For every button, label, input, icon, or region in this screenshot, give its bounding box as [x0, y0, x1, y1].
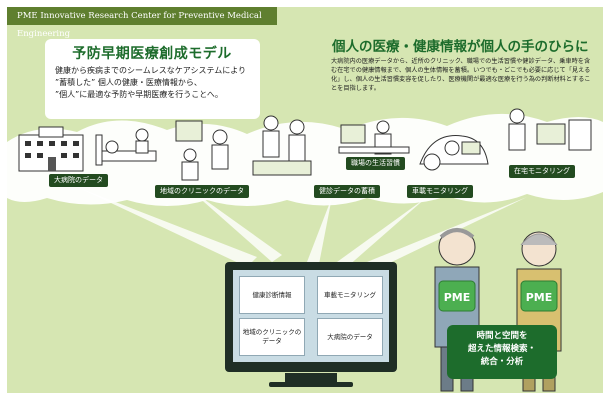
model-desc-line-1: 健康から疾病までのシームレスなケアシステムにより: [55, 66, 247, 75]
car-illustration: [419, 135, 489, 171]
label-home-monitoring: 在宅モニタリング: [509, 165, 575, 178]
monitor-cell-clinic: 地域のクリニックのデータ: [239, 318, 305, 356]
monitor-cell-car: 車載モニタリング: [317, 276, 383, 314]
label-checkup-data: 健診データの蓄積: [314, 185, 380, 198]
monitor-stand-base: [269, 382, 353, 387]
illustration-panel: PME Innovative Research Center for Preve…: [7, 7, 603, 393]
home-illustration: [508, 108, 592, 151]
pme-logo-woman: PME: [526, 291, 553, 304]
label-workplace-habits: 職場の生活習慣: [346, 157, 405, 170]
clinic-illustration: [175, 120, 229, 181]
model-title-box: [45, 39, 260, 119]
pme-logo-man: PME: [444, 291, 471, 304]
workplace-illustration: [338, 120, 410, 155]
hospital-bed-illustration: [95, 128, 157, 166]
monitor-cell-checkup: 健康診断情報: [239, 276, 305, 314]
model-description: 健康から疾病までのシームレスなケアシステムにより ”蓄積した” 個人の健康・医療…: [55, 65, 255, 101]
right-heading: 個人の医療・健康情報が個人の手のひらに: [332, 39, 589, 55]
checkup-illustration: [252, 115, 312, 176]
brand-bar: PME Innovative Research Center for Preve…: [7, 7, 277, 39]
monitor: 健康診断情報 車載モニタリング 地域のクリニックのデータ 大病院のデータ: [225, 262, 397, 372]
label-clinic-data: 地域のクリニックのデータ: [155, 185, 249, 198]
info-integration-badge: 時間と空間を 超えた情報検索・ 統合・分析: [447, 325, 557, 379]
model-title: 予防早期医療創成モデル: [72, 46, 232, 62]
monitor-screen: 健康診断情報 車載モニタリング 地域のクリニックのデータ 大病院のデータ: [233, 270, 389, 362]
hospital-building-illustration: [18, 126, 84, 172]
monitor-cell-hospital: 大病院のデータ: [317, 318, 383, 356]
model-desc-line-2: ”蓄積した” 個人の健康・医療情報から、: [55, 78, 202, 87]
label-car-monitoring: 車載モニタリング: [407, 185, 473, 198]
label-hospital-data: 大病院のデータ: [49, 174, 108, 187]
badge-line-1: 時間と空間を: [476, 331, 528, 341]
right-description: 大病院内の医療データから、近所のクリニック、職場での生活習慣や健診データ、乗車時…: [331, 58, 591, 92]
badge-line-2: 超えた情報検索・: [467, 344, 536, 354]
model-desc-line-3: ”個人”に最適な予防や早期医療を行うことへ。: [55, 90, 223, 99]
badge-line-3: 統合・分析: [480, 357, 524, 367]
